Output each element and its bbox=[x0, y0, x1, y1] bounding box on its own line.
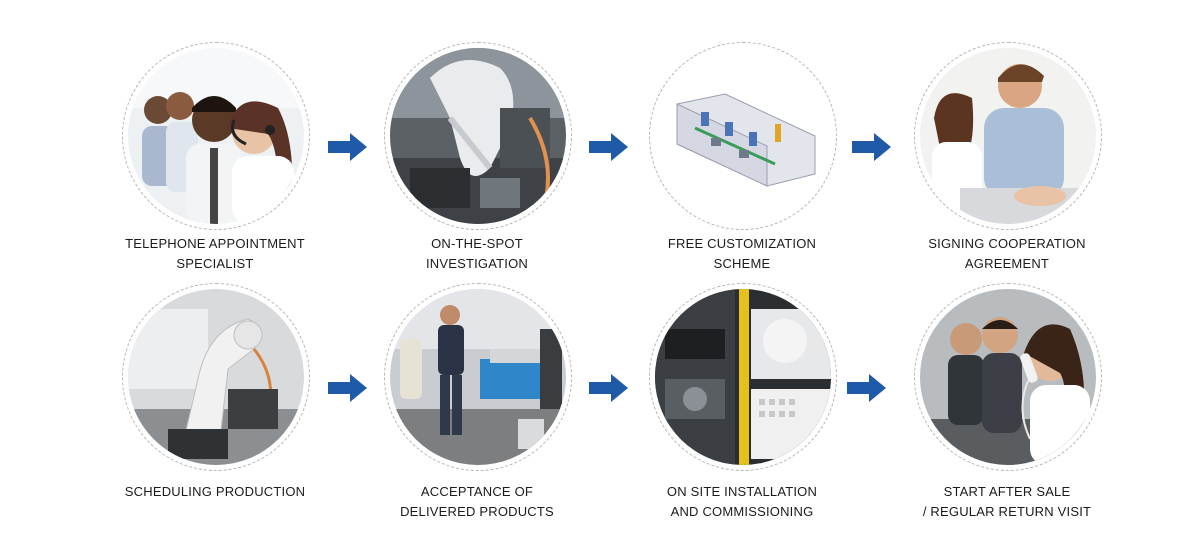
photo-frame bbox=[649, 42, 837, 230]
right-arrow-icon bbox=[589, 374, 628, 402]
caption-line-1: ON SITE INSTALLATION bbox=[666, 484, 818, 499]
caption-line-1: TELEPHONE APPOINTMENT bbox=[125, 236, 305, 251]
industrial-robot-photo bbox=[128, 289, 304, 465]
right-arrow-icon bbox=[847, 374, 886, 402]
photo-frame bbox=[384, 283, 572, 471]
machinery-photo bbox=[655, 289, 831, 465]
business-people-photo bbox=[920, 48, 1096, 224]
caption-line-2: DELIVERED PRODUCTS bbox=[400, 504, 554, 519]
caption-line-2: SPECIALIST bbox=[176, 256, 254, 271]
photo-frame bbox=[914, 42, 1102, 230]
caption-line-2: INVESTIGATION bbox=[425, 256, 529, 271]
caption-line-2: AND COMMISSIONING bbox=[670, 504, 814, 519]
caption-line-1: ON-THE-SPOT bbox=[431, 236, 523, 251]
step-caption: TELEPHONE APPOINTMENT SPECIALIST bbox=[95, 234, 335, 274]
step-caption: SCHEDULING PRODUCTION bbox=[95, 482, 335, 502]
right-arrow-icon bbox=[852, 133, 891, 161]
caption-line-2: SCHEME bbox=[713, 256, 771, 271]
factory-floor-photo bbox=[390, 289, 566, 465]
photo-frame bbox=[914, 283, 1102, 471]
step-caption: START AFTER SALE / REGULAR RETURN VISIT bbox=[887, 482, 1127, 522]
photo-frame bbox=[122, 283, 310, 471]
photo-frame bbox=[122, 42, 310, 230]
caption-line-1: FREE CUSTOMIZATION bbox=[667, 236, 817, 251]
right-arrow-icon bbox=[328, 133, 367, 161]
caption-line-2: AGREEMENT bbox=[964, 256, 1050, 271]
caption-line-1: START AFTER SALE bbox=[943, 484, 1071, 499]
robot-arm-photo bbox=[390, 48, 566, 224]
photo-frame bbox=[384, 42, 572, 230]
right-arrow-icon bbox=[328, 374, 367, 402]
step-caption: ACCEPTANCE OF DELIVERED PRODUCTS bbox=[357, 482, 597, 522]
step-caption: ON SITE INSTALLATION AND COMMISSIONING bbox=[622, 482, 862, 522]
production-line-cad-render bbox=[655, 48, 831, 224]
step-caption: ON-THE-SPOT INVESTIGATION bbox=[357, 234, 597, 274]
step-caption: FREE CUSTOMIZATION SCHEME bbox=[622, 234, 862, 274]
caption-line-2: / REGULAR RETURN VISIT bbox=[922, 504, 1092, 519]
photo-frame bbox=[649, 283, 837, 471]
right-arrow-icon bbox=[589, 133, 628, 161]
call-center-team-photo bbox=[128, 48, 304, 224]
caption-line-1: ACCEPTANCE OF bbox=[420, 484, 534, 499]
caption-line-1: SIGNING COOPERATION bbox=[928, 236, 1086, 251]
caption-line-1: SCHEDULING PRODUCTION bbox=[124, 484, 306, 499]
step-caption: SIGNING COOPERATION AGREEMENT bbox=[887, 234, 1127, 274]
phone-support-photo bbox=[920, 289, 1096, 465]
